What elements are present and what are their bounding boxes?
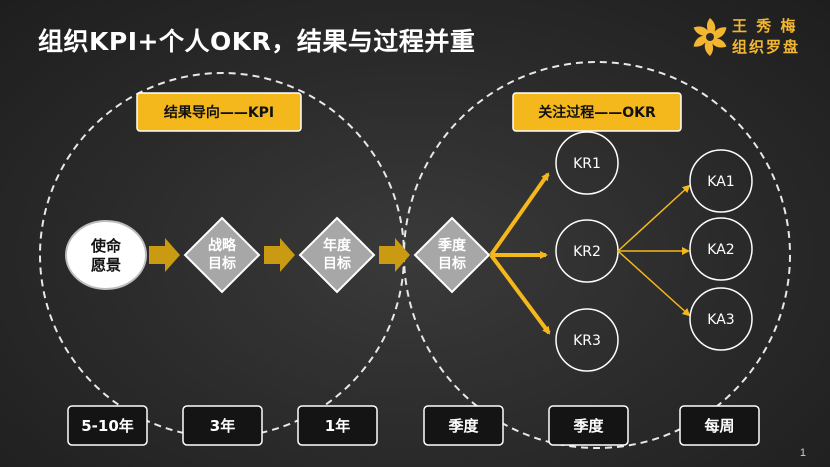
ka3-node: KA3	[689, 287, 753, 351]
period-label: 1年	[325, 417, 350, 435]
arrow-to-kr3	[489, 253, 551, 335]
arrow-to-ka1	[617, 184, 691, 252]
period-box: 3年	[182, 405, 263, 446]
kpi-banner-label: 结果导向——KPI	[164, 104, 274, 121]
mission-line1: 使命	[90, 237, 122, 255]
kr1-node: KR1	[555, 131, 619, 195]
diamond-strategic-goal: 战略 目标	[183, 216, 261, 294]
diamond-label-line1: 战略	[208, 237, 237, 254]
kpi-banner: 结果导向——KPI	[136, 92, 302, 132]
ka2-node: KA2	[689, 217, 753, 281]
kr2-label: KR2	[573, 244, 601, 260]
period-box: 1年	[297, 405, 378, 446]
block-arrow-icon	[379, 238, 410, 272]
ka1-label: KA1	[707, 174, 734, 190]
diamond-label-line2: 目标	[208, 255, 236, 272]
diamond-label-line2: 目标	[438, 255, 466, 272]
diamond-label-line1: 季度	[437, 237, 467, 254]
block-arrow-icon	[264, 238, 295, 272]
page-number: 1	[799, 447, 806, 459]
diamond-label-line1: 年度	[323, 237, 352, 254]
kr3-label: KR3	[573, 333, 601, 349]
mission-vision-node: 使命 愿景	[65, 220, 147, 290]
period-label: 每周	[704, 417, 734, 435]
kr1-label: KR1	[573, 156, 601, 172]
arrow-to-ka3	[617, 250, 691, 317]
logo-subtitle: 组织罗盘	[732, 38, 801, 56]
logo-name: 王 秀 梅	[732, 17, 798, 35]
period-box: 季度	[548, 405, 629, 446]
kr2-node: KR2	[555, 219, 619, 283]
period-box: 5-10年	[67, 405, 148, 446]
diamond-quarterly-goal: 季度 目标	[413, 216, 491, 294]
ka3-label: KA3	[707, 312, 734, 328]
diamond-annual-goal: 年度 目标	[298, 216, 376, 294]
compass-logo-icon	[693, 18, 727, 56]
period-label: 5-10年	[81, 417, 134, 435]
period-label: 季度	[573, 417, 604, 435]
mission-line2: 愿景	[91, 256, 121, 274]
period-box: 每周	[679, 405, 760, 446]
ka1-node: KA1	[689, 149, 753, 213]
ka2-label: KA2	[707, 242, 734, 258]
kr3-node: KR3	[555, 308, 619, 372]
diamond-label-line2: 目标	[323, 255, 351, 272]
arrow-to-kr1	[489, 172, 550, 257]
block-arrow-icon	[149, 238, 180, 272]
period-box: 季度	[423, 405, 504, 446]
okr-banner: 关注过程——OKR	[512, 92, 682, 132]
slide-title: 组织KPI+个人OKR，结果与过程并重	[38, 27, 476, 56]
period-label: 3年	[210, 417, 235, 435]
brand-logo: 王 秀 梅 组织罗盘	[688, 14, 818, 64]
period-label: 季度	[448, 417, 479, 435]
okr-banner-label: 关注过程——OKR	[538, 104, 656, 121]
